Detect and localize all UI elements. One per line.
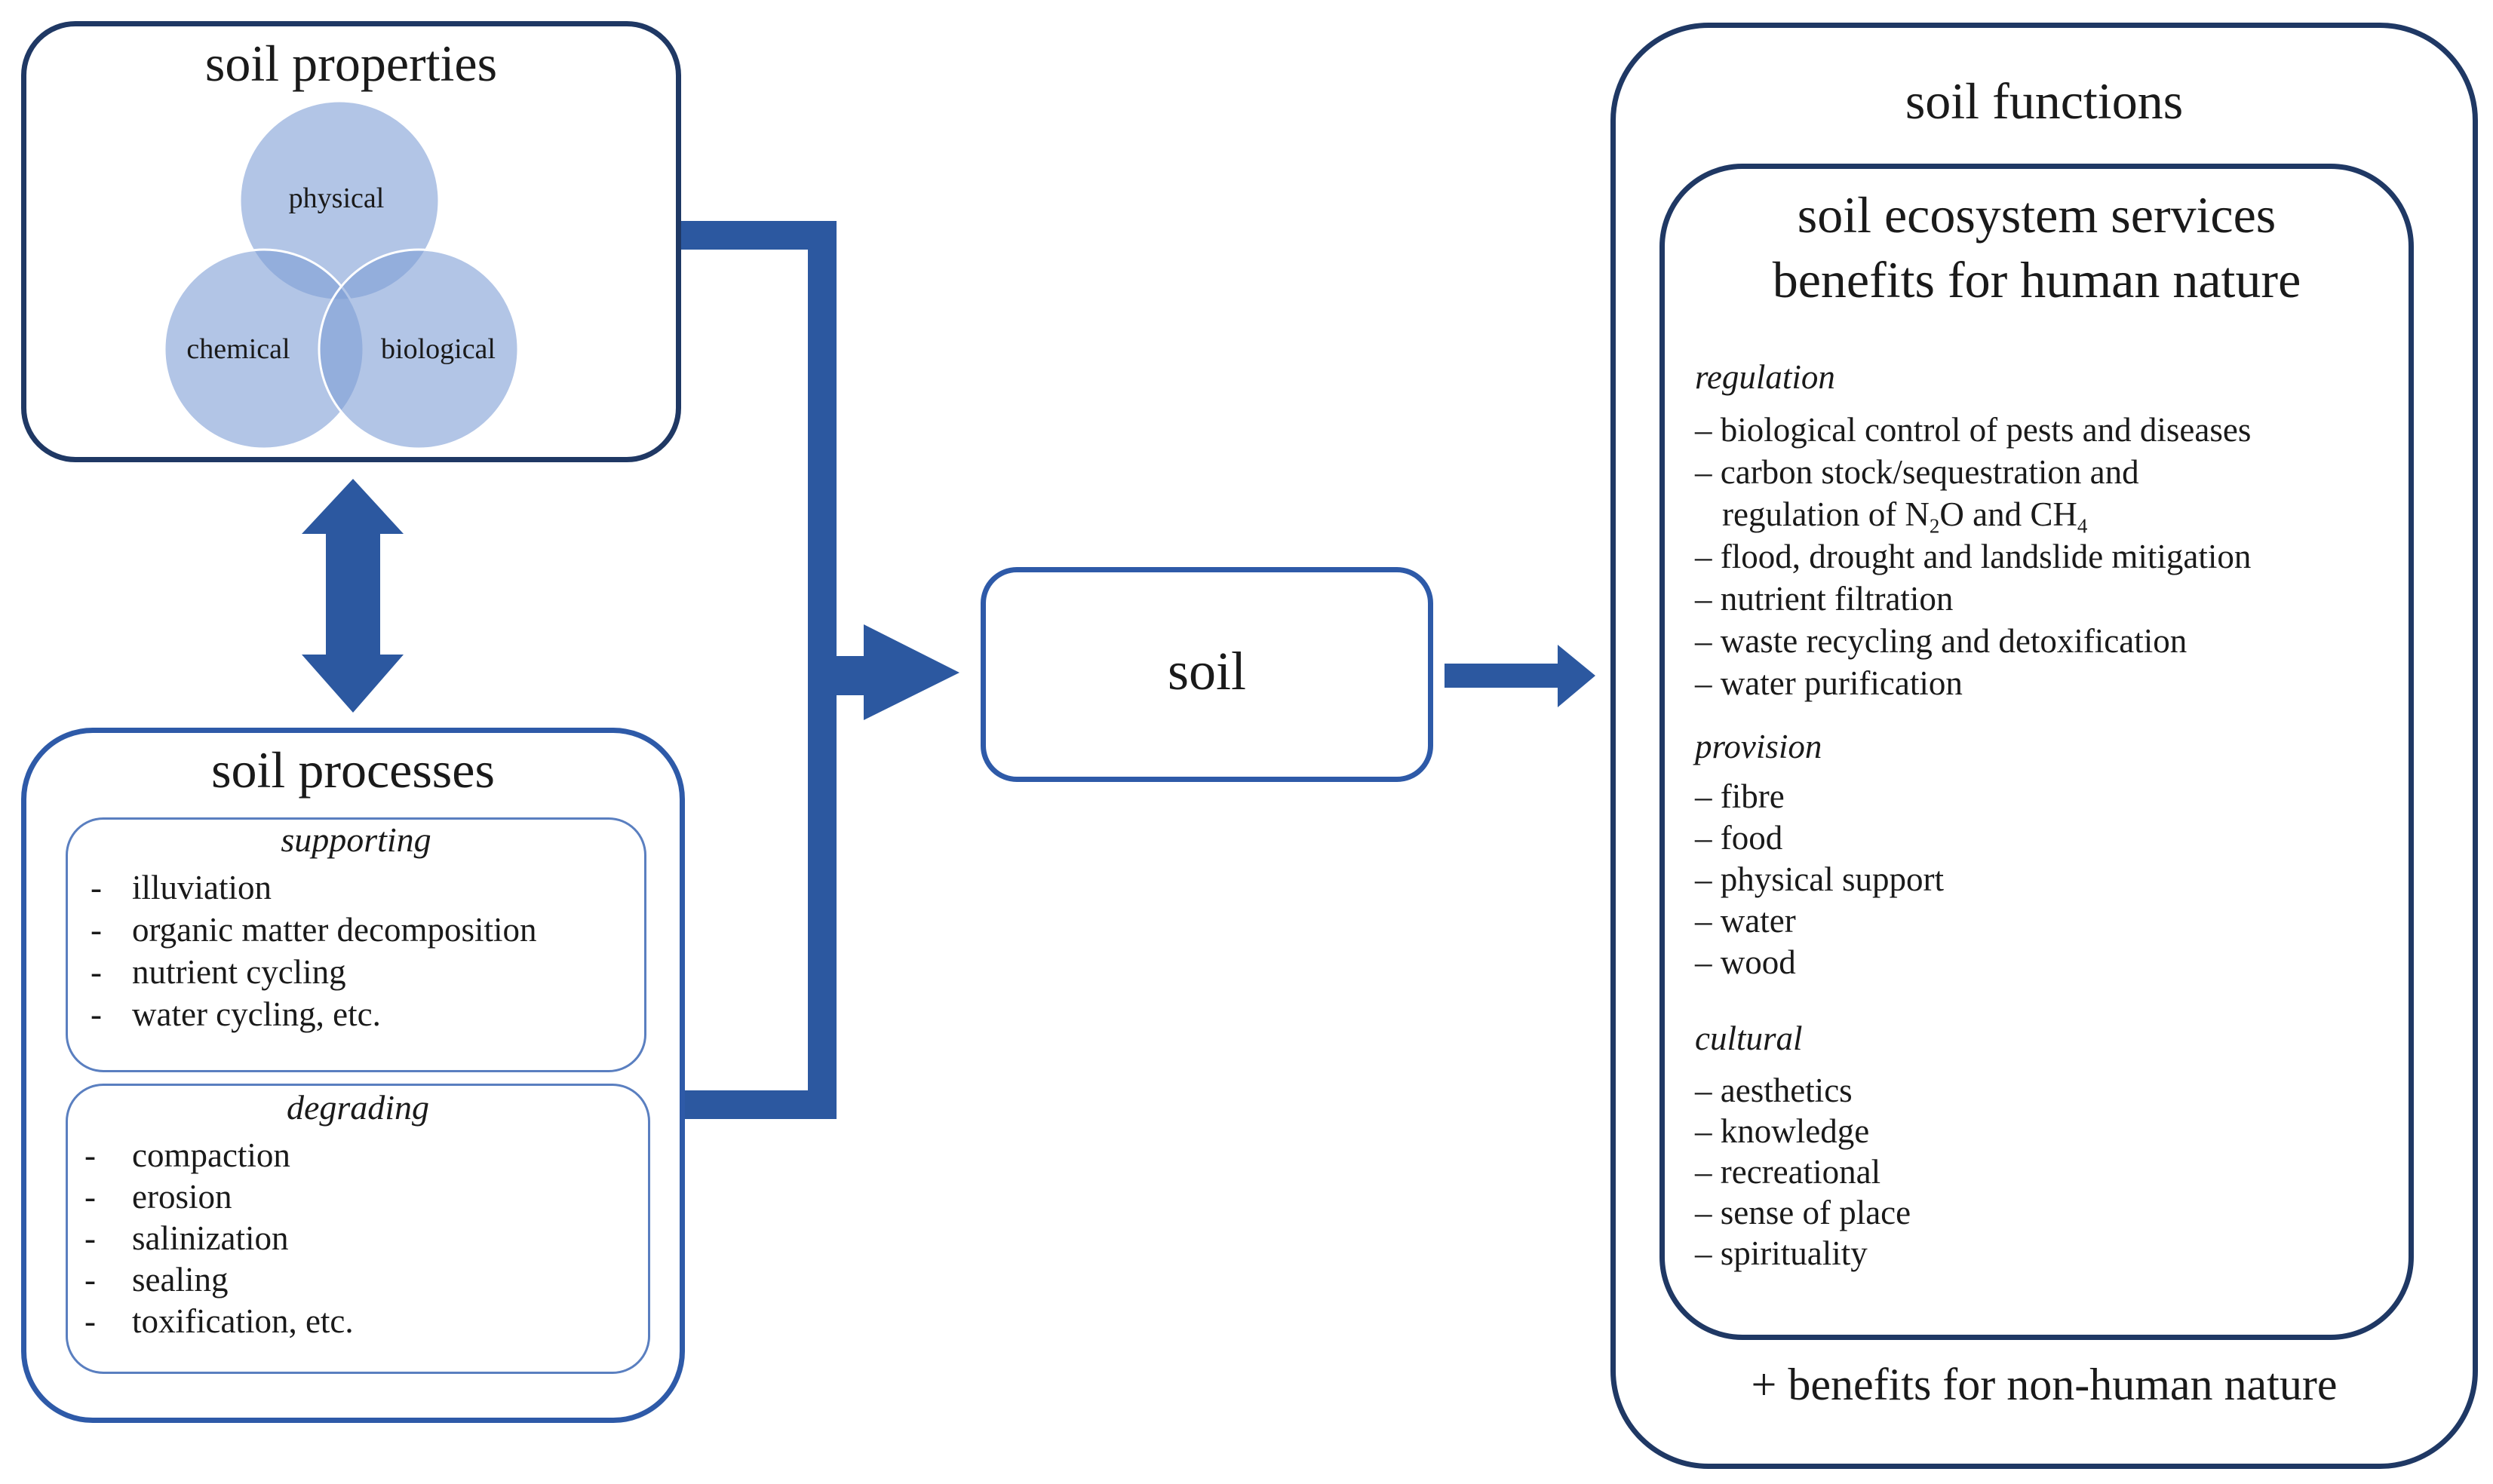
degrading-list: -compaction -erosion -salinization -seal… <box>84 1135 354 1342</box>
list-item: -sealing <box>84 1261 229 1298</box>
provision-heading: provision <box>1695 728 1822 765</box>
arrowhead-to-soil <box>864 624 959 720</box>
regulation-heading: regulation <box>1695 358 1835 396</box>
cultural-list: – aesthetics – knowledge – recreational … <box>1695 1070 1911 1274</box>
list-item: – food <box>1695 819 1783 857</box>
ecosystem-services-box: soil ecosystem services benefits for hum… <box>1659 164 2414 1340</box>
list-item: – water <box>1695 902 1796 940</box>
soil-properties-box: soil properties physical chemical biolog… <box>21 21 681 462</box>
list-item: -toxification, etc. <box>84 1302 354 1340</box>
list-item: – knowledge <box>1695 1112 1870 1150</box>
supporting-heading: supporting <box>281 820 431 859</box>
list-item: -organic matter decomposition <box>91 911 537 949</box>
arrowhead-to-functions <box>1558 645 1595 707</box>
ecosystem-services-title: soil ecosystem services <box>1797 186 2277 244</box>
list-item-continuation: regulation of N2O and CH4 <box>1722 495 2088 538</box>
list-item: -salinization <box>84 1219 289 1257</box>
list-item: – spirituality <box>1695 1234 1868 1272</box>
list-item: – fibre <box>1695 777 1785 815</box>
non-human-benefits-footer: + benefits for non-human nature <box>1751 1360 2338 1409</box>
soil-functions-box: soil functions soil ecosystem services b… <box>1610 23 2478 1469</box>
list-item: – flood, drought and landslide mitigatio… <box>1695 538 2252 575</box>
list-item: -illuviation <box>91 869 272 906</box>
arrow-soil-to-functions-shaft <box>1445 664 1558 688</box>
list-item: – recreational <box>1695 1153 1881 1191</box>
venn-label-biological: biological <box>381 333 496 365</box>
cultural-heading: cultural <box>1695 1019 1803 1057</box>
list-item: – nutrient filtration <box>1695 580 1954 618</box>
soil-processes-title: soil processes <box>211 741 495 799</box>
connector-properties-to-soil <box>679 221 837 1119</box>
degrading-processes-box: degrading -compaction -erosion -saliniza… <box>66 1084 650 1374</box>
soil-processes-box: soil processes supporting -illuviation -… <box>21 728 685 1423</box>
list-item: – sense of place <box>1695 1194 1911 1231</box>
venn-diagram: physical chemical biological <box>163 100 520 450</box>
venn-label-physical: physical <box>289 182 385 214</box>
list-item: – physical support <box>1695 860 1944 898</box>
supporting-processes-box: supporting -illuviation -organic matter … <box>66 817 646 1072</box>
soil-functions-title: soil functions <box>1905 72 2184 130</box>
list-item: – water purification <box>1695 664 1963 702</box>
list-item: – carbon stock/sequestration and <box>1695 453 2139 491</box>
provision-list: – fibre – food – physical support – wate… <box>1695 776 1944 983</box>
list-item: -erosion <box>84 1178 232 1216</box>
list-item: -water cycling, etc. <box>91 995 381 1033</box>
venn-label-chemical: chemical <box>186 333 290 365</box>
list-item: – biological control of pests and diseas… <box>1695 411 2252 449</box>
connector-junction-stem <box>822 656 867 695</box>
list-item: -nutrient cycling <box>91 953 346 991</box>
human-nature-benefits-title: benefits for human nature <box>1772 251 2301 308</box>
degrading-heading: degrading <box>286 1088 430 1127</box>
double-arrow-properties-processes <box>302 479 404 713</box>
list-item: – wood <box>1695 943 1796 981</box>
list-item: – aesthetics <box>1695 1072 1853 1109</box>
list-item: -compaction <box>84 1136 290 1174</box>
regulation-list: – biological control of pests and diseas… <box>1695 409 2251 704</box>
supporting-list: -illuviation -organic matter decompositi… <box>91 866 537 1035</box>
soil-label: soil <box>1167 641 1247 701</box>
list-item: – waste recycling and detoxification <box>1695 622 2188 660</box>
soil-properties-title: soil properties <box>204 35 498 92</box>
venn-circle-biological <box>318 248 520 450</box>
soil-box: soil <box>981 567 1433 782</box>
